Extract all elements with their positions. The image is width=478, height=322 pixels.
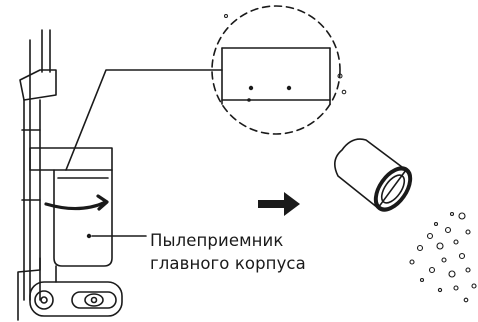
dust-bin-cylinder-icon	[334, 138, 413, 212]
arrow-right-icon	[258, 192, 300, 216]
callout-line-1: Пылеприемник	[150, 231, 284, 250]
magnifier-detail-icon	[211, 5, 347, 135]
detail-leader-line	[65, 69, 223, 171]
dust-particles-icon	[409, 211, 477, 303]
vacuum-body-icon	[17, 29, 123, 321]
callout-line-2: главного корпуса	[150, 254, 306, 273]
dust-bin-callout: Пылеприемник главного корпуса	[150, 229, 306, 275]
